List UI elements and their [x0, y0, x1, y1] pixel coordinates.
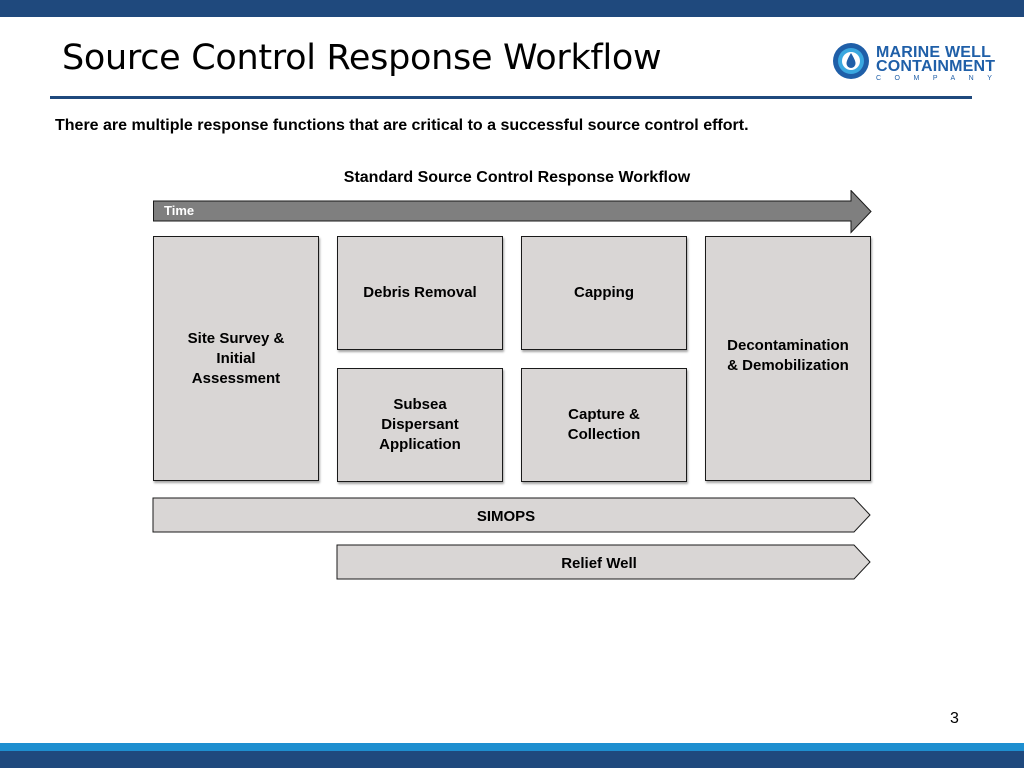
footer-bar-light — [0, 743, 1024, 751]
debris-removal-box: Debris Removal — [337, 236, 503, 350]
logo-text-line3: COMPANY — [876, 75, 1006, 82]
simops-band — [152, 497, 871, 533]
subsea-dispersant-box: Subsea Dispersant Application — [337, 368, 503, 482]
capture-collection-box: Capture & Collection — [521, 368, 687, 482]
relief-well-band — [336, 544, 871, 580]
page-number: 3 — [950, 710, 959, 727]
relief-well-label: Relief Well — [561, 555, 637, 572]
capping-box: Capping — [521, 236, 687, 350]
logo-text-line2: CONTAINMENT — [876, 58, 996, 75]
top-header-bar — [0, 0, 1024, 17]
company-logo: MARINE WELL CONTAINMENT COMPANY — [832, 40, 1014, 84]
site-survey-box: Site Survey & Initial Assessment — [153, 236, 319, 481]
time-arrow — [153, 190, 872, 234]
simops-label: SIMOPS — [476, 508, 536, 525]
logo-text-line1: MARINE WELL — [876, 44, 992, 61]
slide-title: Source Control Response Workflow — [62, 38, 662, 78]
diagram-title: Standard Source Control Response Workflo… — [343, 169, 691, 186]
time-label: Time — [164, 203, 195, 218]
footer-bar-dark — [0, 751, 1024, 768]
droplet-logo-icon — [833, 43, 869, 79]
decontamination-box: Decontamination & Demobilization — [705, 236, 871, 481]
title-underline — [50, 96, 972, 99]
slide-subtitle: There are multiple response functions th… — [55, 117, 749, 134]
